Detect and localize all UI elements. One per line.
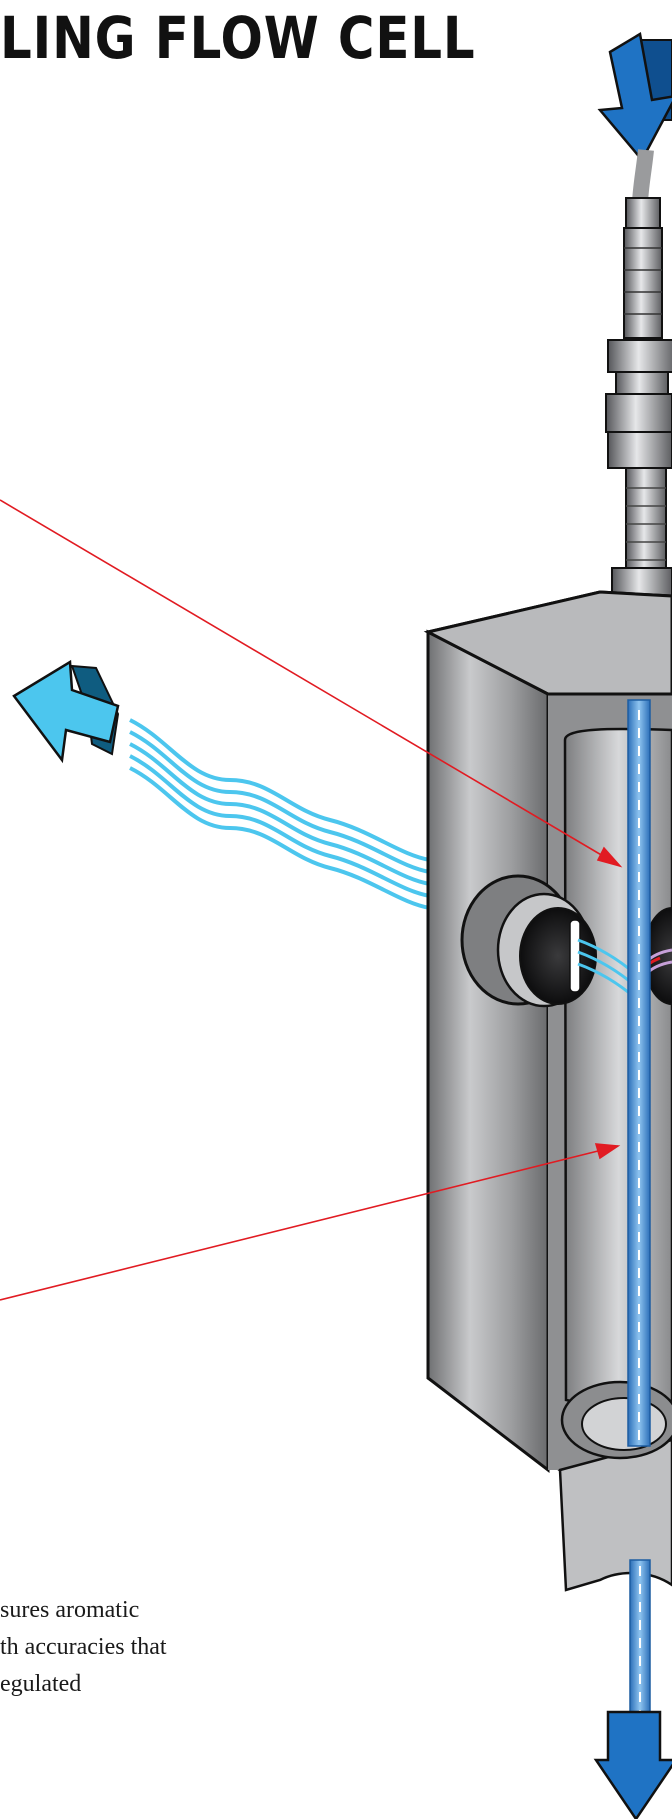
emission-waves — [129, 718, 431, 910]
fiber-optic-fitting — [603, 149, 672, 651]
sample-stream — [627, 699, 651, 1731]
emission-arrow-icon — [12, 659, 120, 764]
caption: sures aromatic th accuracies that egulat… — [0, 1592, 240, 1703]
flow-in-arrow-icon — [597, 31, 672, 163]
leader-lines — [0, 499, 623, 1301]
caption-line: egulated — [0, 1671, 82, 1697]
page-title: LING FLOW CELL — [0, 4, 476, 72]
flow-out-arrow-icon — [593, 1710, 672, 1819]
caption-line: sures aromatic — [0, 1597, 140, 1623]
optical-window-left — [460, 874, 672, 1008]
caption-line: th accuracies that — [0, 1634, 167, 1660]
